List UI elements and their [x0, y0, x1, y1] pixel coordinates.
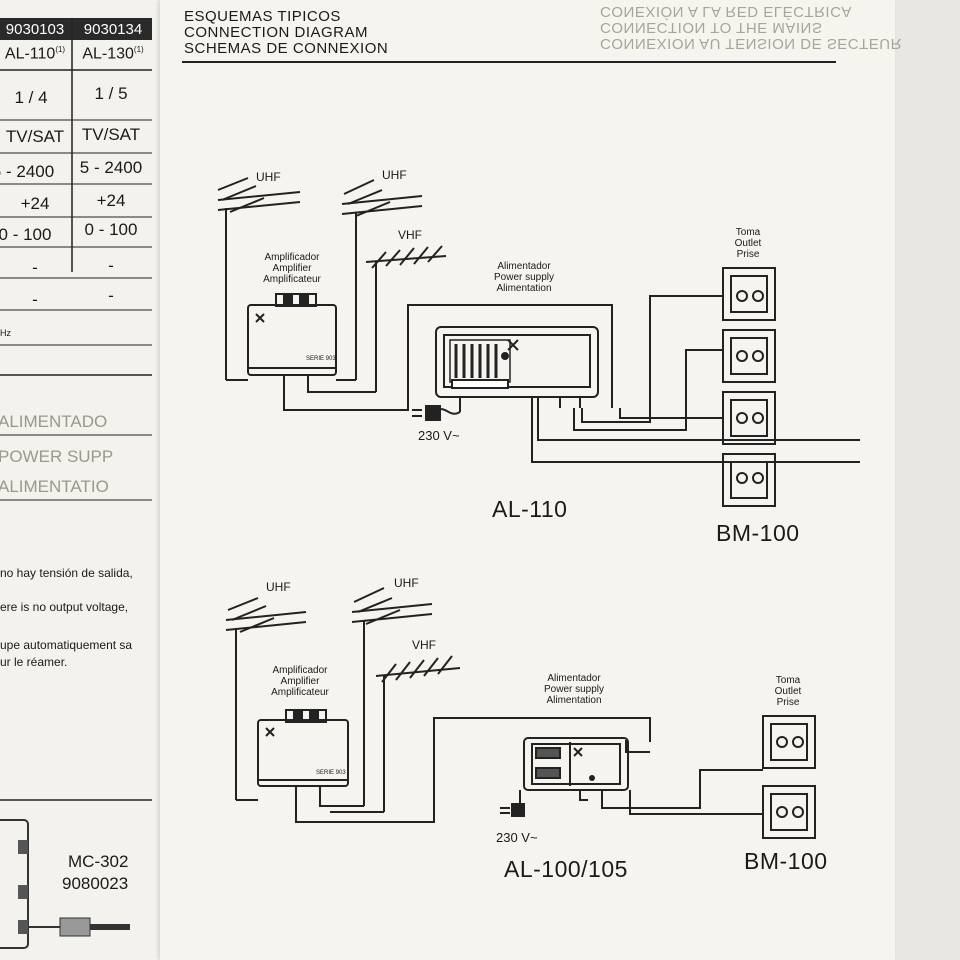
diagram2-outlet-model: BM-100: [744, 848, 828, 874]
diagram1-uhf-antenna-2: [341, 179, 423, 380]
table-header-model-2: AL-130(1): [82, 45, 144, 63]
diagram1-outlet-label: Outlet: [734, 238, 762, 249]
diagram2-amplifier-label: Amplificateur: [271, 687, 329, 698]
table-cell: TV/SAT: [5, 127, 65, 146]
table-cell: -: [32, 290, 38, 309]
diagram1-outlet: [722, 453, 776, 507]
diagram1-power-label: Alimentation: [496, 283, 552, 294]
diagram2-power-label: Power supply: [543, 684, 605, 695]
diagram1-outlet-model: BM-100: [716, 520, 800, 546]
diagram1-amplifier: [247, 293, 337, 376]
table-header-code-2: 9030134: [83, 21, 143, 38]
part-code: 9080023: [62, 874, 129, 893]
diagram2-outlet: [762, 785, 816, 839]
diagram2-amplifier-series: SERIE 903: [316, 770, 346, 776]
section-fragment: ALIMENTADO: [0, 412, 108, 431]
diagram2-outlet-label: Prise: [776, 697, 800, 708]
diagram1-vhf-label: VHF: [398, 228, 422, 242]
diagram2-outlet-label: Outlet: [774, 686, 802, 697]
device-outline: [0, 819, 29, 949]
section-fragment: POWER SUPP: [0, 447, 114, 466]
spec-table-lines: [0, 18, 152, 949]
note-line: ur le réamer.: [0, 655, 68, 669]
diagram2-uhf2-label: UHF: [394, 576, 419, 590]
table-cell: 5 - 2400: [79, 158, 143, 177]
diagram1-outlet-label: Toma: [735, 227, 761, 238]
diagram2-amplifier-label: Amplificador: [272, 665, 328, 676]
table-cell: 5 - 2400: [0, 162, 55, 181]
diagram2-vhf-label: VHF: [412, 638, 436, 652]
note-line: no hay tensión de salida,: [0, 566, 133, 580]
diagram1-outlet: [722, 267, 776, 321]
note-line: upe automatiquement sa: [0, 638, 133, 652]
wiring-diagrams: [182, 61, 860, 839]
diagram1-outlet: [722, 329, 776, 383]
hz-fragment: Hz: [0, 328, 11, 338]
table-cell: -: [108, 256, 114, 275]
diagram2-outlet: [762, 715, 816, 769]
table-cell: 0 - 100: [0, 225, 52, 244]
diagram2-mains-label: 230 V~: [496, 830, 538, 845]
table-cell: -: [32, 258, 38, 277]
left-page: 9030103 9030134 AL-110(1) AL-130(1) 1 / …: [0, 0, 171, 960]
diagram2-power-supply: [523, 737, 629, 791]
diagram2-outlet-label: Toma: [775, 675, 801, 686]
diagram1-supply-model: AL-110: [492, 496, 568, 522]
table-header-model-1: AL-110(1): [4, 45, 66, 63]
diagram1-amplifier-label: Amplificador: [264, 252, 320, 263]
diagram2-supply-model: AL-100/105: [504, 856, 628, 882]
diagram2-power-label: Alimentador: [547, 673, 601, 684]
diagram1-outlet-label: Prise: [736, 249, 760, 260]
table-header-code-1: 9030103: [5, 21, 65, 38]
diagram2-vhf-antenna: [375, 655, 461, 812]
diagram1-power-label: Alimentador: [497, 261, 551, 272]
main-page: ESQUEMAS TIPICOS CONNECTION DIAGRAM SCHE…: [160, 0, 902, 960]
diagram2-uhf-antenna-1: [225, 597, 307, 800]
diagram1-outlet: [722, 391, 776, 445]
table-cell: TV/SAT: [81, 125, 141, 144]
title-line: SCHEMAS DE CONNEXION: [184, 40, 389, 57]
diagram1-amplifier-series: SERIE 903: [306, 356, 336, 362]
diagram1-power-supply: [435, 326, 599, 408]
diagram1-mains-plug: [412, 405, 441, 421]
part-label: MC-302: [68, 852, 129, 871]
diagram1-power-label: Power supply: [493, 272, 555, 283]
section-fragment: ALIMENTATIO: [0, 477, 109, 496]
table-cell: 1 / 4: [14, 88, 48, 107]
note-line: ere is no output voltage,: [0, 600, 129, 614]
table-cell: 0 - 100: [84, 220, 138, 239]
table-cell: +24: [20, 194, 50, 213]
table-cell: -: [108, 286, 114, 305]
diagram2-amplifier: [257, 709, 349, 787]
diagram2-power-label: Alimentation: [546, 695, 602, 706]
diagram1-vhf-antenna: [365, 245, 447, 392]
diagram2-mains-plug: [500, 803, 525, 817]
diagram1-amplifier-label: Amplificateur: [263, 274, 321, 285]
diagram1-uhf2-label: UHF: [382, 168, 407, 182]
table-cell: +24: [96, 191, 126, 210]
diagram1-amplifier-label: Amplifier: [272, 263, 312, 274]
diagram1-uhf1-label: UHF: [256, 170, 281, 184]
diagram2-amplifier-label: Amplifier: [280, 676, 320, 687]
table-cell: 1 / 5: [94, 84, 128, 103]
diagram2-uhf1-label: UHF: [266, 580, 291, 594]
diagram1-uhf-antenna-1: [217, 177, 301, 380]
diagram1-mains-label: 230 V~: [418, 428, 460, 443]
title-line: CONNECTION DIAGRAM: [184, 24, 369, 41]
title-line: ESQUEMAS TIPICOS: [184, 8, 341, 25]
diagram2-uhf-antenna-2: [351, 587, 433, 806]
